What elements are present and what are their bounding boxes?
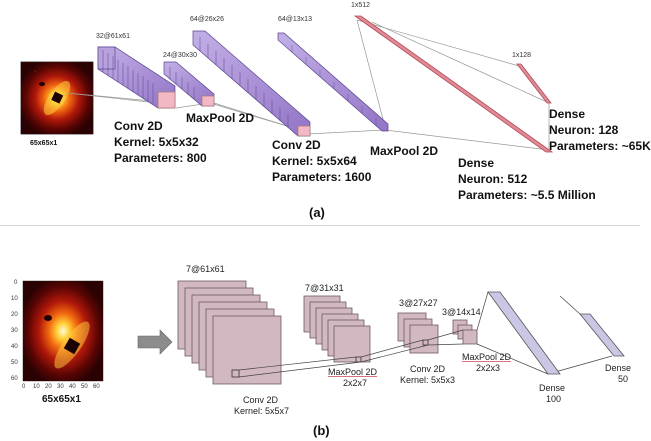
y-tick-50: 50 [11,360,18,366]
dense2-dims-a: 1x128 [512,52,532,59]
x-tick-0: 0 [22,384,26,390]
panel-a: · [20,15,554,153]
conv1-params-a: Parameters: 800 [114,151,207,165]
svg-text:·: · [35,69,36,74]
y-tick-30: 30 [11,328,18,334]
caption-b: (b) [313,423,330,438]
x-tick-60: 60 [93,384,100,390]
pool2-layer-stack-b [452,319,478,345]
input-image-a: · [20,61,94,135]
dense2-size-b: 50 [618,374,629,384]
x-tick-40: 40 [69,384,76,390]
panel-divider [0,225,640,226]
conv2-layer-stack-a [192,30,311,137]
pool1-dims-b: 7@31x31 [305,283,344,293]
input-size-label-a: 65x65x1 [30,140,58,147]
pool1-dims-a: 24@30x30 [163,52,197,59]
conv2-params-a: Parameters: 1600 [272,170,372,184]
input-size-label-b: 65x65x1 [42,394,81,405]
pool1-size-b: 2x2x7 [343,378,368,388]
conv1-layer-stack-a [97,46,176,109]
pool2-dims-b: 3@14x14 [442,307,481,317]
dense2-neurons-a: Neuron: 128 [549,123,619,137]
dense1-bar-b [487,291,561,375]
pool2-layer-stack-a [277,32,389,132]
dense1-params-a: Parameters: ~5.5 Million [458,188,596,202]
dense1-bar-a [353,15,554,153]
conv2-title-a: Conv 2D [272,138,321,152]
arrow-icon [137,329,173,355]
conv2-title-b: Conv 2D [410,364,446,374]
pool2-title-b: MaxPool 2D [462,352,512,362]
pool1-layer-stack-b [303,295,371,363]
y-tick-40: 40 [11,344,18,350]
dense1-neurons-a: Neuron: 512 [458,172,528,186]
y-tick-0: 0 [14,280,18,286]
input-image-b [22,280,104,382]
x-tick-10: 10 [33,384,40,390]
pool1-title-a: MaxPool 2D [186,111,255,125]
conv1-title-a: Conv 2D [114,119,163,133]
conv2-kernel-a: Kernel: 5x5x64 [272,154,357,168]
pool1-title-b: MaxPool 2D [328,367,378,377]
connector-lines-b [238,291,613,378]
dense2-title-a: Dense [549,107,586,121]
conv1-layer-stack-b [177,280,282,385]
conv2-dims-a: 64@26x26 [190,16,224,23]
dense1-title-b: Dense [539,383,566,393]
conv1-dims-a: 32@61x61 [96,33,130,40]
dense2-bar-a [516,63,552,104]
pool1-layer-stack-a [163,61,215,107]
pool2-title-a: MaxPool 2D [370,144,439,158]
y-tick-20: 20 [11,312,18,318]
dense2-title-b: Dense [605,363,632,373]
y-tick-10: 10 [11,296,18,302]
pool2-size-b: 2x2x3 [476,363,501,373]
panel-b [22,280,625,385]
x-tick-30: 30 [57,384,64,390]
conv1-kernel-b: Kernel: 5x5x7 [234,406,290,416]
conv2-kernel-b: Kernel: 5x5x3 [400,375,456,385]
conv2-dims-b: 3@27x27 [399,298,438,308]
conv1-kernel-a: Kernel: 5x5x32 [114,135,199,149]
y-tick-60: 60 [11,376,18,382]
conv1-dims-b: 7@61x61 [186,264,225,274]
caption-a: (a) [309,205,325,220]
dense1-dims-a: 1x512 [351,2,371,9]
pool2-dims-a: 64@13x13 [278,16,312,23]
conv1-title-b: Conv 2D [243,395,279,405]
conv2-layer-stack-b [397,312,439,354]
x-tick-50: 50 [81,384,88,390]
dense1-title-a: Dense [458,156,495,170]
dense1-size-b: 100 [546,394,562,404]
dense2-bar-b [579,313,625,357]
dense2-params-a: Parameters: ~65K [549,139,651,153]
x-tick-20: 20 [45,384,52,390]
